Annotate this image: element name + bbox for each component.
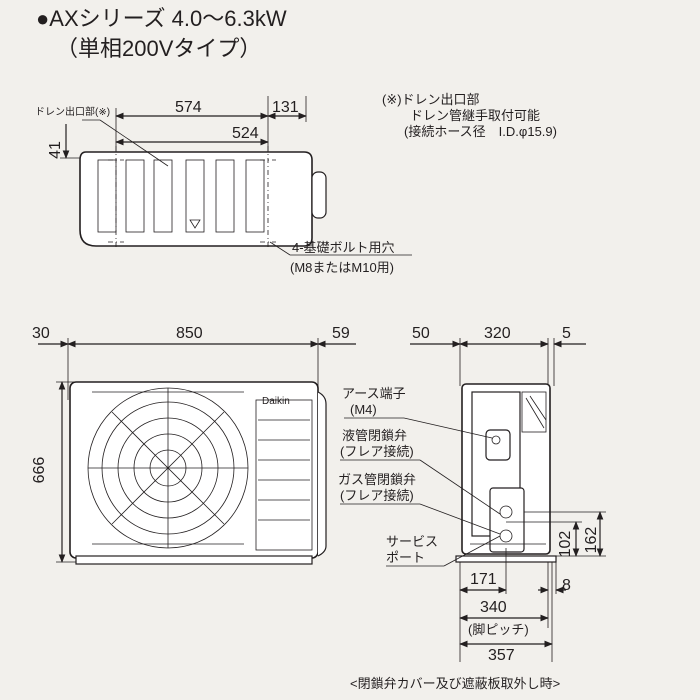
- dim-5: 5: [562, 325, 571, 342]
- dim-162: 162: [583, 527, 600, 554]
- brand-logo: Daikin: [262, 396, 290, 407]
- dim-102: 102: [557, 531, 574, 558]
- earth-terminal-label: アース端子: [342, 386, 406, 401]
- top-view: ドレン出口部(※) 574 131 524 41: [35, 92, 557, 275]
- dim-30: 30: [32, 325, 50, 342]
- dim-59: 59: [332, 325, 350, 342]
- dim-574: 574: [175, 99, 202, 116]
- dim-171: 171: [470, 571, 497, 588]
- dim-320: 320: [484, 325, 511, 342]
- liquid-valve-label: 液管閉鎖弁: [342, 428, 407, 443]
- drain-outlet-label: ドレン出口部(※): [35, 105, 110, 118]
- gas-valve-spec: (フレア接続): [340, 488, 414, 503]
- dim-8: 8: [562, 577, 571, 594]
- dim-50: 50: [412, 325, 430, 342]
- dim-357: 357: [488, 647, 515, 664]
- bolt-hole-spec: (M8またはM10用): [290, 260, 394, 275]
- title-type: （単相200Vタイプ）: [56, 36, 261, 61]
- service-port-label: サービス: [386, 534, 438, 549]
- front-view: 30 850 59 666: [31, 325, 356, 565]
- dim-340: 340: [480, 599, 507, 616]
- dim-850: 850: [176, 325, 203, 342]
- valve-cover-caption: <閉鎖弁カバー及び遮蔽板取外し時>: [350, 676, 560, 691]
- dim-666: 666: [31, 457, 48, 484]
- dim-131: 131: [272, 99, 299, 116]
- earth-terminal-spec: (M4): [350, 402, 377, 417]
- drain-note-line1: (※)ドレン出口部: [382, 92, 480, 107]
- dim-524: 524: [232, 125, 259, 142]
- bolt-hole-label: 4-基礎ボルト用穴: [292, 240, 395, 255]
- drain-note-line3: (接続ホース径 I.D.φ15.9): [404, 124, 557, 139]
- service-port-label-2: ポート: [386, 550, 425, 565]
- leg-pitch-label: (脚ピッチ): [468, 622, 529, 637]
- gas-valve-label: ガス管閉鎖弁: [338, 472, 416, 487]
- drain-note-line2: ドレン管継手取付可能: [410, 108, 540, 123]
- liquid-valve-spec: (フレア接続): [340, 444, 414, 459]
- dim-41: 41: [47, 141, 64, 159]
- title-series: ●AXシリーズ 4.0〜6.3kW: [36, 6, 287, 31]
- fan-grille: [87, 387, 249, 549]
- side-view: 50 320 5 アース端子 (M4) 液管閉鎖弁 (フレア接続) ガス管閉鎖弁…: [338, 325, 606, 691]
